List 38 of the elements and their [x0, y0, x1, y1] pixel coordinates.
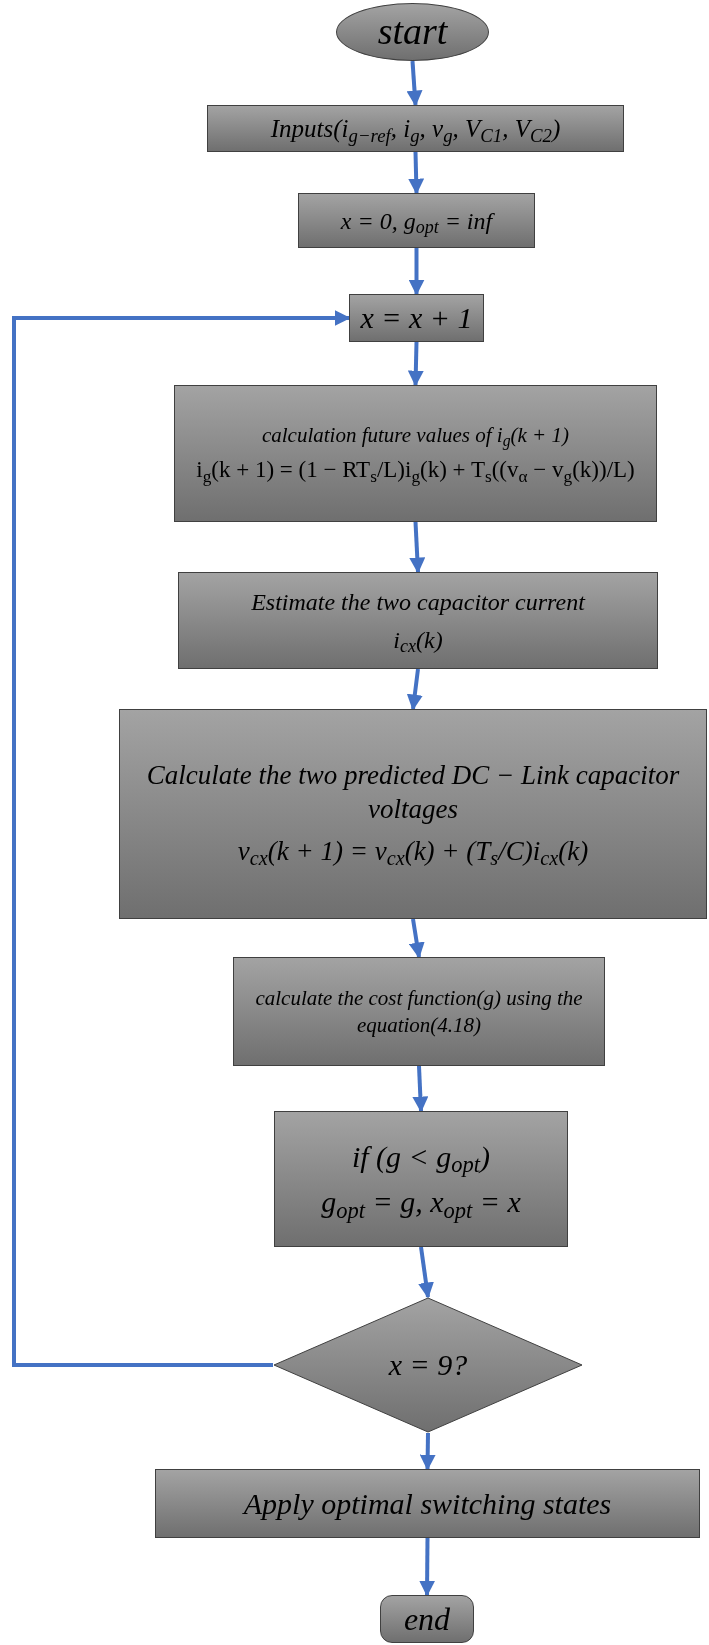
- equation-text: i$_{g}$(k + 1) = (1 − RT$_{s}$/L)i$_{g}$(k) + T$_{s}$((v$_{α}$ − v$_{g}$(k))/L): [196, 456, 635, 485]
- arrow: [406, 668, 423, 711]
- process-box: [233, 957, 605, 1066]
- process-box: [119, 709, 707, 919]
- node-text: x = 9?: [388, 1347, 468, 1384]
- equation-text: i$_{cx}$(k): [393, 625, 443, 655]
- equation-text: g$_{opt}$ = g, x$_{opt}$ = x: [321, 1184, 521, 1221]
- arrow: [12, 310, 351, 1367]
- process-box: [155, 1469, 700, 1538]
- arrow: [408, 918, 425, 959]
- process-box: [298, 193, 535, 248]
- node-text: Estimate the two capacitor current: [251, 587, 585, 617]
- arrow: [418, 1246, 434, 1299]
- process-box: [178, 572, 658, 669]
- node-text: start: [377, 9, 448, 55]
- node-text: calculation future values of i$_{g}$(k + 1): [261, 422, 569, 449]
- arrow: [408, 151, 425, 195]
- node-text: calculate the cost function(g) using the equation(4.18): [254, 985, 584, 1038]
- arrow: [412, 1065, 429, 1113]
- node-text: Inputs(i$_{g−ref}$, i$_{g}$, v$_{g}$, V$_{C1}$, V$_{C2}$): [270, 113, 561, 145]
- node-text: end: [403, 1600, 451, 1639]
- process-box: [274, 1111, 568, 1247]
- arrow: [406, 60, 423, 107]
- node-text: if (g < g$_{opt}$): [351, 1138, 491, 1175]
- node-text: Apply optimal switching states: [243, 1485, 612, 1522]
- arrow: [408, 248, 425, 296]
- node-text: x = 0, g$_{opt}$ = inf: [340, 206, 493, 236]
- end-terminal: [380, 1595, 474, 1643]
- process-box: [349, 294, 484, 342]
- decision-diamond: [273, 1297, 583, 1433]
- process-box: [207, 105, 624, 152]
- process-box: [174, 385, 657, 522]
- node-text: x = x + 1: [360, 300, 473, 337]
- arrow: [407, 341, 424, 387]
- equation-text: v$_{cx}$(k + 1) = v$_{cx}$(k) + (T$_{s}$/C)i$_{cx}$(k): [237, 834, 589, 869]
- arrow: [419, 1538, 436, 1597]
- arrow: [409, 521, 426, 574]
- arrow: [419, 1432, 436, 1471]
